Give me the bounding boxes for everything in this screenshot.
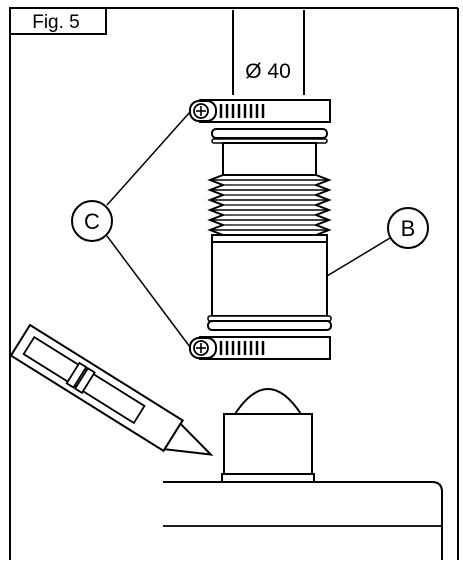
figure-label-box: Fig. 5 (9, 7, 107, 35)
domed-outlet (221, 388, 315, 483)
hose-clamp-icon (189, 99, 331, 123)
hose-clamp-icon (189, 336, 331, 360)
pipe-diameter-label: Ø 40 (245, 60, 291, 83)
callout-c-label: C (84, 209, 100, 234)
utility-knife-icon (9, 323, 214, 456)
callout-b: B (326, 207, 429, 277)
top-pipe: Ø 40 (232, 10, 305, 95)
device-housing (163, 481, 443, 560)
figure-label: Fig. 5 (32, 12, 80, 33)
bellows-coupling (207, 128, 332, 331)
callout-b-label: B (401, 216, 416, 241)
callout-c: C (71, 111, 191, 348)
